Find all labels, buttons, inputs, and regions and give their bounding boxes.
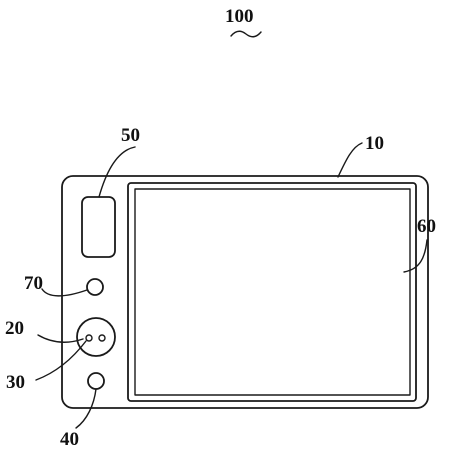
component-40-circle — [87, 372, 105, 390]
display-inner-area — [134, 188, 411, 396]
label-30: 30 — [6, 372, 25, 393]
component-30-dot-right — [98, 334, 106, 342]
label-10: 10 — [365, 133, 384, 154]
leader-line-30 — [35, 340, 87, 381]
leader-line-40 — [75, 388, 97, 429]
label-50: 50 — [121, 125, 140, 146]
component-30-dot-left — [85, 334, 93, 342]
label-100-tilde — [230, 30, 262, 38]
component-70-circle — [86, 278, 104, 296]
label-70: 70 — [24, 273, 43, 294]
label-60: 60 — [417, 216, 436, 237]
component-50-window — [81, 196, 116, 258]
leader-line-50 — [98, 146, 136, 198]
leader-line-70 — [41, 288, 88, 297]
component-20-circle — [76, 317, 116, 357]
label-40: 40 — [60, 429, 79, 450]
label-20: 20 — [5, 318, 24, 339]
device-housing — [61, 175, 429, 409]
display-screen — [127, 182, 417, 402]
label-100: 100 — [225, 6, 254, 27]
leader-line-10 — [337, 142, 363, 178]
leader-line-60 — [403, 239, 428, 273]
leader-line-20 — [37, 334, 84, 343]
